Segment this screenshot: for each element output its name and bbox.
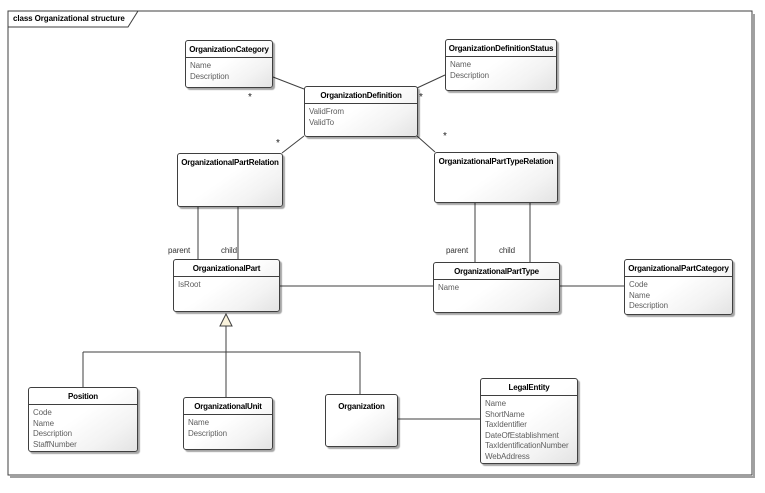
class-title: OrganizationalPart — [174, 260, 279, 277]
multiplicity-label: * — [419, 92, 423, 103]
class-organizational-part-type[interactable]: OrganizationalPartType Name — [433, 262, 560, 313]
class-title: OrganizationCategory — [186, 41, 272, 58]
attribute: WebAddress — [485, 451, 530, 461]
multiplicity-label: * — [248, 92, 252, 103]
generalization-arrowhead — [219, 312, 233, 327]
class-attributes: ValidFrom ValidTo — [305, 104, 417, 128]
attribute: ValidFrom — [309, 107, 344, 116]
attribute: StaffNumber — [33, 439, 77, 449]
role-label-parent-left: parent — [168, 246, 191, 255]
class-attributes: Name Description — [446, 57, 556, 81]
class-title: Organization — [338, 402, 385, 411]
class-attributes: Name — [434, 280, 559, 294]
edge-category-definition — [272, 76, 305, 90]
attribute: Name — [188, 418, 209, 427]
class-organization-category[interactable]: OrganizationCategory Name Description — [185, 40, 273, 88]
attribute: Description — [629, 301, 668, 310]
class-title: OrganizationDefinitionStatus — [446, 40, 556, 57]
attribute: Description — [190, 71, 229, 81]
attribute: Name — [190, 61, 211, 70]
attribute: ShortName — [485, 409, 525, 419]
class-title: OrganizationDefinition — [305, 87, 417, 104]
class-attributes: IsRoot — [174, 277, 279, 291]
attribute: Description — [188, 428, 227, 438]
attribute: Name — [438, 283, 459, 292]
role-label-child-left: child — [221, 246, 237, 255]
class-organizational-part-type-relation[interactable]: OrganizationalPartTypeRelation — [434, 152, 558, 203]
class-organization-definition-status[interactable]: OrganizationDefinitionStatus Name Descri… — [445, 39, 557, 91]
edge-status-definition — [416, 74, 446, 89]
class-legal-entity[interactable]: LegalEntity Name ShortName TaxIdentifier… — [480, 378, 578, 464]
edge-definition-partrelation — [281, 135, 305, 154]
attribute: TaxIdentificationNumber — [485, 441, 569, 450]
attribute: Description — [450, 70, 489, 80]
attribute: Code — [33, 408, 52, 417]
class-attributes: Name ShortName TaxIdentifier DateOfEstab… — [481, 396, 577, 462]
class-title: OrganizationalPartCategory — [625, 260, 732, 277]
class-attributes: Code Name Description — [625, 277, 732, 312]
class-title: OrganizationalPartType — [434, 263, 559, 280]
attribute: Name — [485, 399, 506, 408]
attribute: Name — [33, 418, 54, 428]
class-organization[interactable]: Organization — [325, 394, 398, 447]
diagram-frame-title: class Organizational structure — [13, 14, 125, 23]
class-organizational-unit[interactable]: OrganizationalUnit Name Description — [183, 397, 273, 450]
attribute: IsRoot — [178, 280, 201, 289]
attribute: TaxIdentifier — [485, 420, 527, 429]
attribute: ValidTo — [309, 117, 334, 127]
attribute: Name — [629, 290, 650, 300]
class-organization-definition[interactable]: OrganizationDefinition ValidFrom ValidTo — [304, 86, 418, 137]
attribute: Description — [33, 429, 72, 438]
attribute: Code — [629, 280, 648, 289]
class-organizational-part-category[interactable]: OrganizationalPartCategory Code Name Des… — [624, 259, 733, 315]
class-attributes: Name Description — [186, 58, 272, 82]
role-label-child-right: child — [499, 246, 515, 255]
class-title: OrganizationalUnit — [184, 398, 272, 415]
multiplicity-label: * — [276, 138, 280, 149]
attribute: DateOfEstablishment — [485, 430, 559, 440]
multiplicity-label: * — [443, 131, 447, 142]
class-title: OrganizationalPartRelation — [181, 158, 279, 167]
class-organizational-part[interactable]: OrganizationalPart IsRoot — [173, 259, 280, 312]
role-label-parent-right: parent — [446, 246, 469, 255]
class-attributes: Name Description — [184, 415, 272, 439]
class-title: Position — [29, 388, 137, 405]
class-attributes: Code Name Description StaffNumber — [29, 405, 137, 450]
edge-definition-parttyperelation — [416, 135, 436, 153]
class-title: LegalEntity — [481, 379, 577, 396]
class-organizational-part-relation[interactable]: OrganizationalPartRelation — [177, 153, 283, 207]
class-title: OrganizationalPartTypeRelation — [438, 157, 554, 166]
attribute: Name — [450, 60, 471, 69]
class-position[interactable]: Position Code Name Description StaffNumb… — [28, 387, 138, 452]
